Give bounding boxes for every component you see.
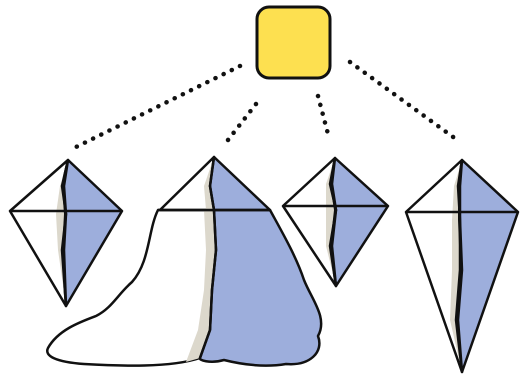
iceberg-3-shadow-face [326, 158, 336, 286]
iceberg-1 [8, 158, 124, 308]
iceberg-2-tip-dark [208, 155, 272, 212]
iceberg-3-ridge [328, 157, 338, 287]
iceberg-4 [404, 158, 520, 374]
iceberg-1-shadow-face [56, 160, 68, 306]
root-node [255, 5, 332, 80]
iceberg-3-dark-face [330, 156, 390, 288]
iceberg-3 [281, 156, 390, 288]
iceberg-1-dark-face [62, 158, 124, 308]
connector-1 [67, 63, 243, 153]
iceberg-4-ridge [454, 159, 464, 373]
iceberg-2-submerged-dark [198, 208, 323, 367]
iceberg-2-ridge [198, 156, 218, 359]
connector-2 [225, 101, 259, 143]
connectors [67, 59, 463, 153]
iceberg-2 [46, 155, 323, 367]
connector-4 [347, 59, 463, 145]
iceberg-2-submerged-shadow [186, 210, 216, 362]
connector-3 [315, 93, 331, 137]
iceberg-1-ridge [60, 159, 70, 307]
iceberg-4-dark-face [456, 158, 520, 374]
iceberg-2-submerged-light [46, 208, 218, 367]
